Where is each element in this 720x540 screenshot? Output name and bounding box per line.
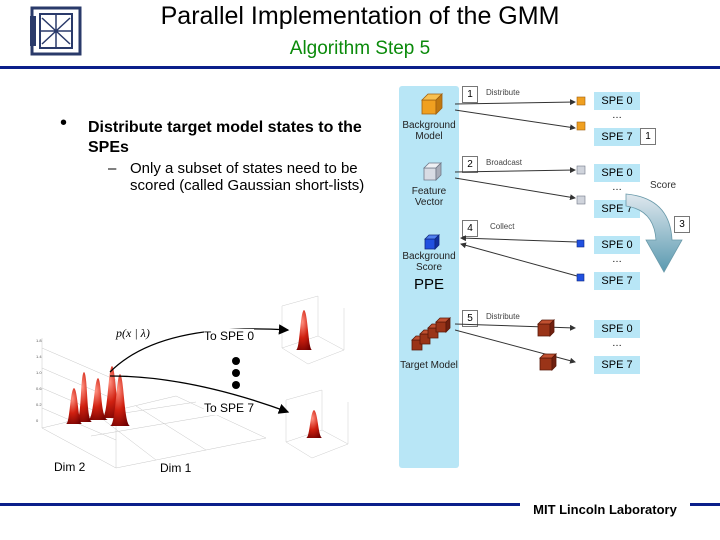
spe-box: SPE 0: [594, 92, 640, 110]
svg-text:1.8: 1.8: [36, 338, 42, 343]
step-number-1: 1: [462, 86, 478, 103]
dim2-axis-label: Dim 2: [54, 460, 86, 474]
block-label-target-model: Target Model: [400, 360, 458, 371]
lincoln-logo: [30, 6, 82, 56]
score-curved-arrow-icon: [625, 193, 683, 273]
spe-box: SPE 0: [594, 236, 640, 254]
ellipsis: …: [612, 338, 622, 349]
slide-subtitle: Algorithm Step 5: [289, 38, 431, 59]
block-label-background-model: Background Model: [402, 120, 456, 142]
vertical-ellipsis-icon: [232, 357, 240, 389]
spe0-gaussian-plot: [281, 295, 345, 365]
svg-text:0.6: 0.6: [36, 386, 42, 391]
bottom-divider: [0, 503, 720, 506]
distribution-arrows: [455, 99, 578, 364]
ellipsis: …: [612, 182, 622, 193]
step-number-1-side: 1: [640, 128, 656, 145]
to-spe0-label: To SPE 0: [204, 329, 255, 343]
block-label-background-score: Background Score: [402, 251, 456, 273]
step-label-distribute-2: Distribute: [486, 312, 520, 321]
background-score-cube-icon: [424, 234, 440, 250]
dim1-axis-label: Dim 1: [160, 461, 192, 475]
spe-box: SPE 7: [594, 128, 640, 146]
step-number-5: 5: [462, 310, 478, 327]
formula-label: p(x | λ): [116, 326, 150, 340]
step-label-distribute: Distribute: [486, 88, 520, 97]
background-model-cube-icon: [421, 93, 443, 115]
target-model-cubes-icon: [411, 317, 451, 351]
ellipsis: …: [612, 110, 622, 121]
sub-bullet-text: Only a subset of states need to be score…: [130, 160, 365, 194]
step-label-collect: Collect: [490, 222, 515, 231]
slide-title: Parallel Implementation of the GMM: [160, 2, 560, 30]
to-spe-arrows: [109, 324, 290, 414]
step-number-2: 2: [462, 156, 478, 173]
top-divider: [0, 66, 720, 69]
target-state-cubes-icon: [537, 319, 557, 371]
ellipsis: …: [612, 254, 622, 265]
footer-label: MIT Lincoln Laboratory: [520, 498, 690, 522]
sub-bullet: Only a subset of states need to be score…: [130, 160, 380, 194]
score-label: Score: [650, 180, 677, 191]
main-bullet: Distribute target model states to the SP…: [88, 119, 362, 156]
feature-vector-cube-icon: [423, 162, 442, 181]
spe-box: SPE 0: [594, 320, 640, 338]
svg-text:1.4: 1.4: [36, 354, 42, 359]
ppe-column: [399, 86, 459, 468]
block-label-feature-vector: Feature Vector: [411, 186, 447, 208]
spe-small-cubes-icon: [576, 96, 586, 282]
to-spe7-label: To SPE 7: [204, 401, 255, 415]
spe7-gaussian-plot: [285, 389, 349, 459]
gmm-3d-plot: 1.8 1.4 1.0 0.6 0.2 0: [36, 338, 267, 469]
spe-box: SPE 7: [594, 356, 640, 374]
spe-box: SPE 0: [594, 164, 640, 182]
bullet-icon: •: [60, 112, 68, 134]
dash-icon: –: [108, 160, 117, 177]
step-number-3: 3: [674, 216, 690, 233]
spe-box: SPE 7: [594, 272, 640, 290]
svg-text:0: 0: [36, 418, 39, 423]
ppe-label: PPE: [413, 276, 444, 293]
step-number-4: 4: [462, 220, 478, 237]
svg-text:1.0: 1.0: [36, 370, 42, 375]
svg-text:0.2: 0.2: [36, 402, 42, 407]
step-label-broadcast: Broadcast: [486, 158, 523, 167]
